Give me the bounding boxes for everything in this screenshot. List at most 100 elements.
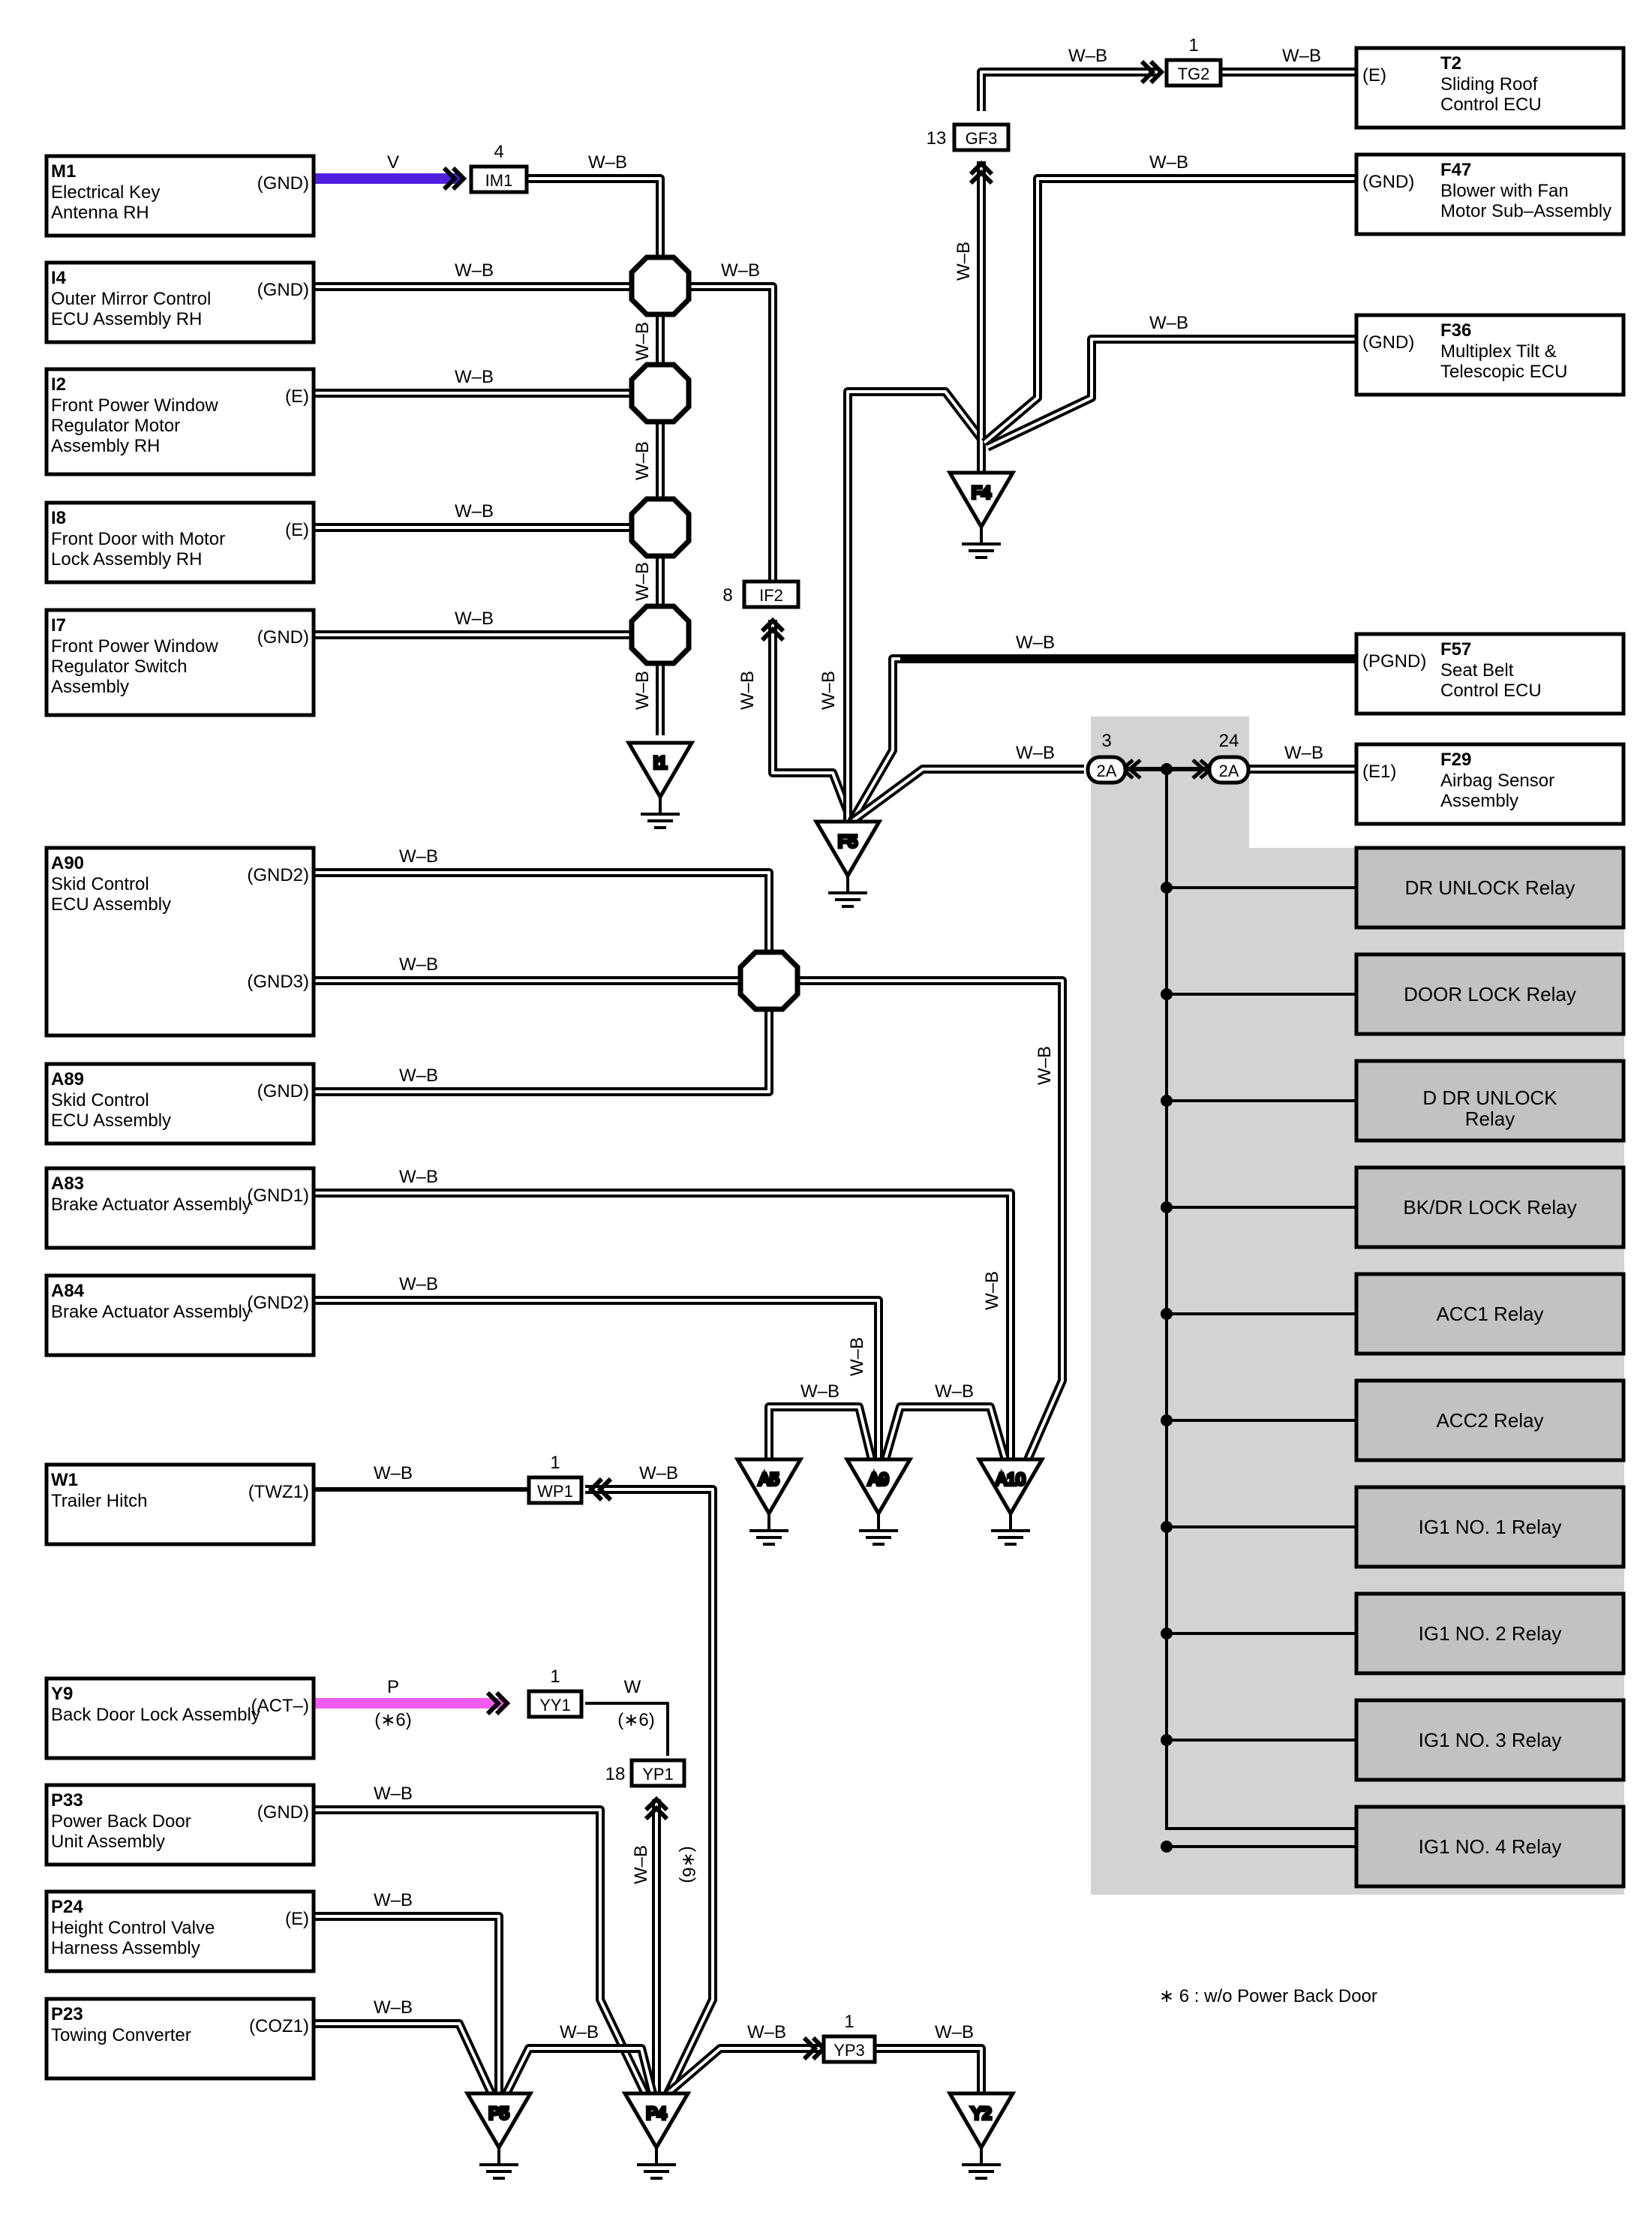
ground-a9: A9 xyxy=(843,1457,914,1546)
component-pin: (GND) xyxy=(257,627,309,648)
splice-dot xyxy=(1161,882,1173,894)
wire-label: W–B xyxy=(632,441,653,480)
wire-label: W–B xyxy=(1149,313,1188,333)
connector-yp1 xyxy=(629,1758,686,1788)
wire-label: W–B xyxy=(982,1271,1002,1310)
relay-label: DOOR LOCK Relay xyxy=(1404,983,1576,1005)
connector-tg2 xyxy=(1164,58,1223,88)
junction-icon xyxy=(737,949,800,1012)
component-pin: (GND2) xyxy=(247,1293,309,1313)
wire-label: W–B xyxy=(374,1463,413,1483)
relay-label: IG1 NO. 1 Relay xyxy=(1419,1516,1562,1538)
component-code: P33 xyxy=(51,1790,83,1811)
wire-p4-yp3 xyxy=(665,2044,821,2097)
wire-label: W–B xyxy=(1016,633,1055,653)
component-pin: (COZ1) xyxy=(249,2016,309,2036)
condition-label: (∗6) xyxy=(678,1846,698,1883)
connector-gf3-label: GF3 xyxy=(966,129,998,148)
component-name-line: Front Power Window xyxy=(51,395,218,416)
relay-box: IG1 NO. 1 Relay xyxy=(1354,1485,1626,1569)
connector-yp1-label: YP1 xyxy=(642,1765,674,1784)
component-name-line: Motor Sub–Assembly xyxy=(1440,201,1611,221)
wire-label: W–B xyxy=(455,501,494,521)
relay-label: D DR UNLOCK xyxy=(1422,1086,1557,1109)
relay-box: ACC2 Relay xyxy=(1354,1378,1626,1462)
component-name-line: Regulator Motor xyxy=(51,416,180,436)
component-pin: (PGND) xyxy=(1362,651,1426,672)
wire-label: W–B xyxy=(1149,152,1188,173)
wire-yp3-y2 xyxy=(873,2044,986,2093)
connector-gf3 xyxy=(952,122,1011,152)
component-pin: (E) xyxy=(285,386,309,407)
wire-label: W–B xyxy=(1282,46,1321,66)
footnote: ∗ 6 : w/o Power Back Door xyxy=(1159,1986,1377,2006)
wire-label: W–B xyxy=(1068,46,1107,66)
ground-label: P4 xyxy=(647,2104,667,2123)
wire-label: W–B xyxy=(1035,1046,1055,1085)
wire-a84 xyxy=(314,1296,883,1459)
wire-label: W–B xyxy=(399,954,438,975)
component-name-line: Towing Converter xyxy=(51,2025,191,2045)
wire-label: W–B xyxy=(737,671,758,710)
component-name-line: Blower with Fan xyxy=(1440,181,1569,201)
component-pin: (E) xyxy=(1362,65,1386,86)
component-pin: (GND) xyxy=(257,1802,309,1823)
wire-f36 xyxy=(985,335,1356,452)
wire-label: W–B xyxy=(954,242,974,281)
component-name-line: Assembly RH xyxy=(51,436,160,456)
splice-dot xyxy=(1161,988,1173,1000)
wire-label: W–B xyxy=(632,671,653,710)
wire-label: W–B xyxy=(1284,743,1323,763)
component-name-line: Sliding Roof xyxy=(1440,74,1538,95)
chevron-icon xyxy=(1140,59,1165,85)
component-code: F36 xyxy=(1440,320,1471,341)
component-name-line: Lock Assembly RH xyxy=(51,549,202,570)
wire-label: W–B xyxy=(455,609,494,629)
component-pin: (TWZ1) xyxy=(248,1482,309,1502)
wire-label: W–B xyxy=(399,846,438,867)
connector-2a-left-label: 2A xyxy=(1097,762,1117,780)
relay-box: IG1 NO. 3 Relay xyxy=(1354,1698,1626,1782)
relay-label: DR UNLOCK Relay xyxy=(1405,876,1575,899)
connector-wp1 xyxy=(527,1475,584,1505)
ground-label: P5 xyxy=(489,2104,509,2123)
connector-yy1-pin: 1 xyxy=(550,1667,560,1687)
splice-dot xyxy=(1161,763,1173,775)
connector-if2 xyxy=(742,579,800,609)
component-name-line: Control ECU xyxy=(1440,95,1542,115)
component-pin: (E1) xyxy=(1362,762,1396,782)
condition-label: (∗6) xyxy=(374,1710,411,1730)
component-code: A90 xyxy=(51,853,84,873)
wire-yy1-yp1 xyxy=(585,1702,669,1756)
component-name-line: Unit Assembly xyxy=(51,1832,165,1852)
connector-2a-left-pin: 3 xyxy=(1101,731,1111,751)
relay-label: IG1 NO. 3 Relay xyxy=(1419,1729,1562,1751)
component-code: W1 xyxy=(51,1470,78,1490)
wire-label: W–B xyxy=(847,1337,867,1376)
component-code: A83 xyxy=(51,1174,84,1194)
component-name-line: Brake Actuator Assembly xyxy=(51,1302,251,1322)
wire-f5-2a xyxy=(849,765,1084,825)
chevron-icon xyxy=(644,1796,669,1821)
wire-f5-up xyxy=(843,387,985,822)
wire-label: W–B xyxy=(747,2022,786,2042)
component-name-line: Height Control Valve xyxy=(51,1918,215,1938)
wire-label: W–B xyxy=(935,1381,974,1402)
wire-label: W–B xyxy=(374,1784,413,1804)
wire-p23 xyxy=(314,2019,496,2096)
wire-label: W–B xyxy=(455,260,494,281)
component-name-line: Regulator Switch xyxy=(51,657,187,677)
ground-a10: A10 xyxy=(975,1457,1046,1546)
splice-dot xyxy=(1161,1627,1173,1639)
junction-icon xyxy=(629,362,692,425)
connector-2a-right xyxy=(1207,755,1251,785)
component-code: Y9 xyxy=(51,1684,73,1704)
connector-gf3-pin: 13 xyxy=(927,128,947,149)
component-name-line: ECU Assembly RH xyxy=(51,309,202,329)
